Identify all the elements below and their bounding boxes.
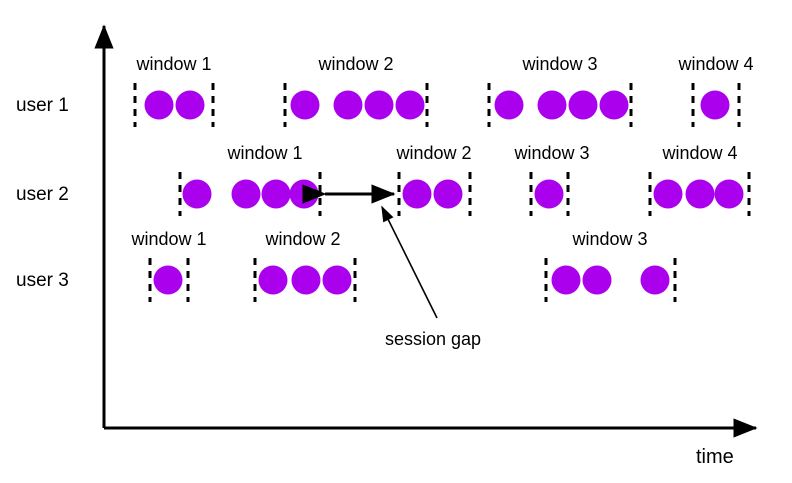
event-dot — [364, 90, 394, 120]
window-label-u1-w4: window 4 — [678, 54, 754, 74]
event-dot — [534, 179, 564, 209]
axes-group — [94, 24, 758, 438]
user-row-2 — [178, 172, 751, 216]
event-dot — [258, 265, 288, 295]
user-row-label-2: user 2 — [16, 184, 69, 205]
event-dot — [653, 179, 683, 209]
event-dot — [599, 90, 629, 120]
window-label-u3-w3: window 3 — [572, 229, 648, 249]
event-dot — [395, 90, 425, 120]
session-gap-annotation — [302, 184, 438, 319]
windows-group — [133, 83, 751, 302]
event-dot — [333, 90, 363, 120]
window-label-u1-w2: window 2 — [318, 54, 394, 74]
event-dot — [537, 90, 567, 120]
window-group — [529, 172, 570, 216]
user-row-label-3: user 3 — [16, 270, 69, 291]
session-gap-label: session gap — [385, 329, 482, 349]
window-group — [544, 258, 677, 302]
event-dot — [261, 179, 291, 209]
event-dot — [289, 179, 319, 209]
event-dot — [494, 90, 524, 120]
event-dot — [175, 90, 205, 120]
event-dot — [182, 179, 212, 209]
event-dot — [640, 265, 670, 295]
user-row-3 — [148, 258, 677, 302]
event-dot — [322, 265, 352, 295]
window-group — [148, 258, 190, 302]
session-gap-leader-line — [381, 205, 438, 319]
event-dot — [582, 265, 612, 295]
window-group — [691, 83, 741, 127]
x-axis-label: time — [696, 446, 734, 468]
window-label-u1-w3: window 3 — [522, 54, 598, 74]
window-group — [487, 83, 633, 127]
window-label-u2-w4: window 4 — [662, 143, 738, 163]
user-row-1 — [133, 83, 741, 127]
window-group — [283, 83, 429, 127]
window-group — [648, 172, 751, 216]
user-row-label-1: user 1 — [16, 95, 69, 116]
window-label-u1-w1: window 1 — [136, 54, 212, 74]
event-dot — [144, 90, 174, 120]
event-dot — [290, 90, 320, 120]
event-dot — [402, 179, 432, 209]
event-dot — [568, 90, 598, 120]
event-dot — [153, 265, 183, 295]
event-dot — [685, 179, 715, 209]
window-label-u2-w3: window 3 — [514, 143, 590, 163]
event-dot — [714, 179, 744, 209]
window-label-u2-w1: window 1 — [227, 143, 303, 163]
window-group — [253, 258, 357, 302]
window-label-u3-w2: window 2 — [265, 229, 341, 249]
event-dot — [551, 265, 581, 295]
event-dot — [231, 179, 261, 209]
window-label-u2-w2: window 2 — [396, 143, 472, 163]
event-dot — [700, 90, 730, 120]
window-group — [397, 172, 472, 216]
window-label-u3-w1: window 1 — [131, 229, 207, 249]
window-group — [133, 83, 215, 127]
event-dot — [433, 179, 463, 209]
window-group — [178, 172, 322, 216]
event-dot — [291, 265, 321, 295]
